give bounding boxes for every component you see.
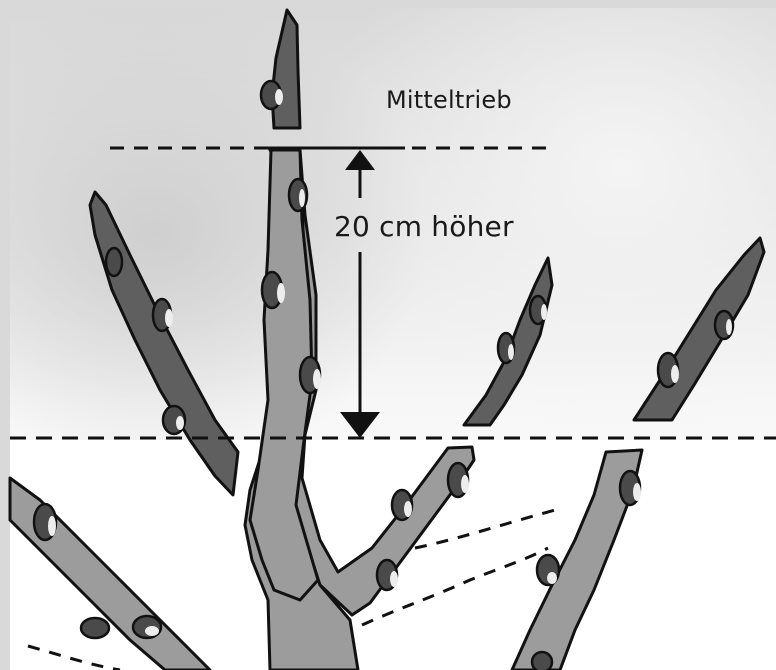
bud [532, 652, 552, 670]
bud [81, 618, 109, 638]
bud [133, 616, 161, 638]
frame-top [0, 0, 776, 8]
frame-left [0, 0, 10, 670]
top-shoot-label: Mitteltrieb [386, 86, 512, 114]
height-difference-label: 20 cm höher [334, 210, 514, 243]
bud [106, 248, 122, 276]
